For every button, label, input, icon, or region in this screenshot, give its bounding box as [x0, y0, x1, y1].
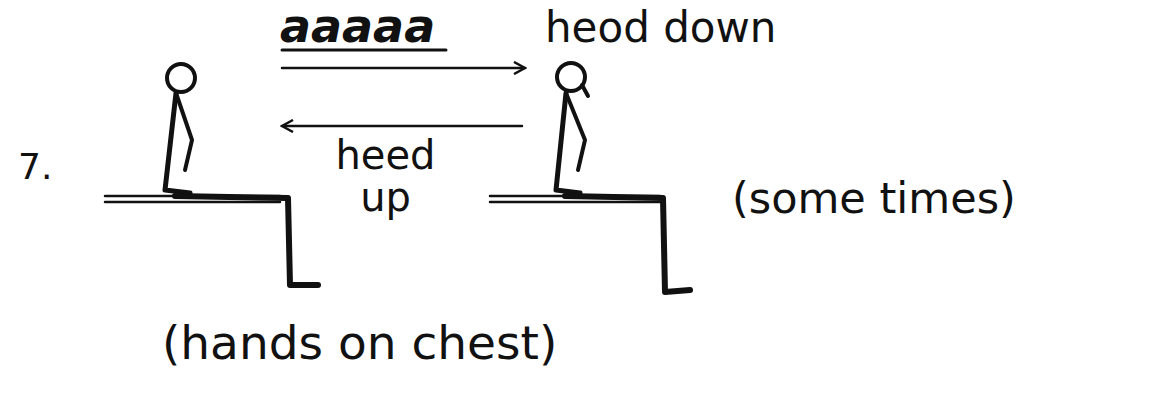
arrow-left	[282, 125, 522, 128]
seated-figure	[165, 64, 318, 285]
arrow-right	[282, 67, 525, 70]
callout-number: 7.	[18, 148, 52, 186]
bench	[105, 196, 280, 202]
arrow-label: heed up	[318, 134, 453, 218]
note-text: (some times)	[732, 176, 1016, 221]
seated-figure-head-down	[556, 63, 690, 292]
note-text: heod down	[545, 6, 777, 50]
caption-note: (hands on chest)	[162, 318, 557, 367]
arrow-label: aaaaa	[280, 2, 435, 50]
bench	[490, 196, 660, 202]
